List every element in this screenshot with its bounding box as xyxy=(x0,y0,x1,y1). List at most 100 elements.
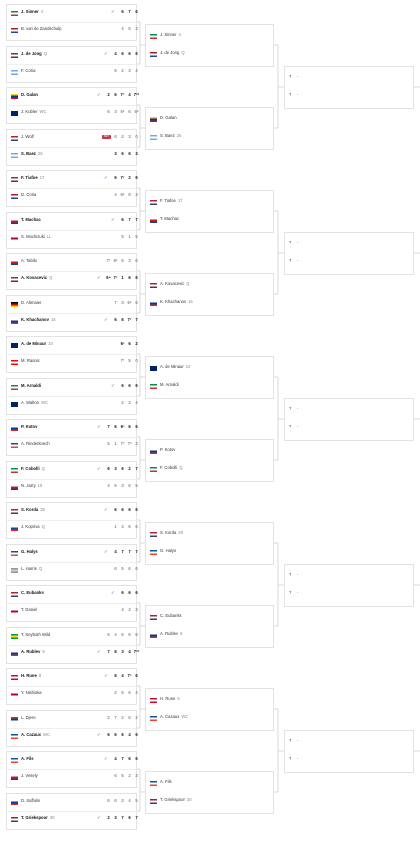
player-row[interactable]: ?- xyxy=(285,254,413,271)
player-row[interactable]: ?- xyxy=(285,568,413,585)
player-row[interactable]: ?- xyxy=(285,752,413,769)
player-row[interactable]: ?- xyxy=(285,70,413,87)
match-card[interactable]: ?-?- xyxy=(284,232,414,275)
player-row[interactable]: P. Kotov xyxy=(146,443,273,460)
match-card[interactable]: ?-?- xyxy=(284,66,414,109)
player-row[interactable]: T. Machac xyxy=(146,212,273,229)
player-row[interactable]: A. Fils xyxy=(146,775,273,792)
player-row[interactable]: ?- xyxy=(285,734,413,751)
player-row[interactable]: D. Galan xyxy=(146,111,273,128)
player-row[interactable]: C. Eubanks xyxy=(146,609,273,626)
player-row[interactable]: ?- xyxy=(285,236,413,253)
player-row[interactable]: ?- xyxy=(285,586,413,603)
player-row[interactable]: M. Arnaldi xyxy=(146,378,273,395)
player-row[interactable]: ?- xyxy=(285,88,413,105)
match-card[interactable]: ?-?- xyxy=(284,564,414,607)
player-row[interactable]: ?- xyxy=(285,402,413,419)
player-row[interactable]: G. Halys xyxy=(146,544,273,561)
match-card[interactable]: ?-?- xyxy=(284,398,414,441)
